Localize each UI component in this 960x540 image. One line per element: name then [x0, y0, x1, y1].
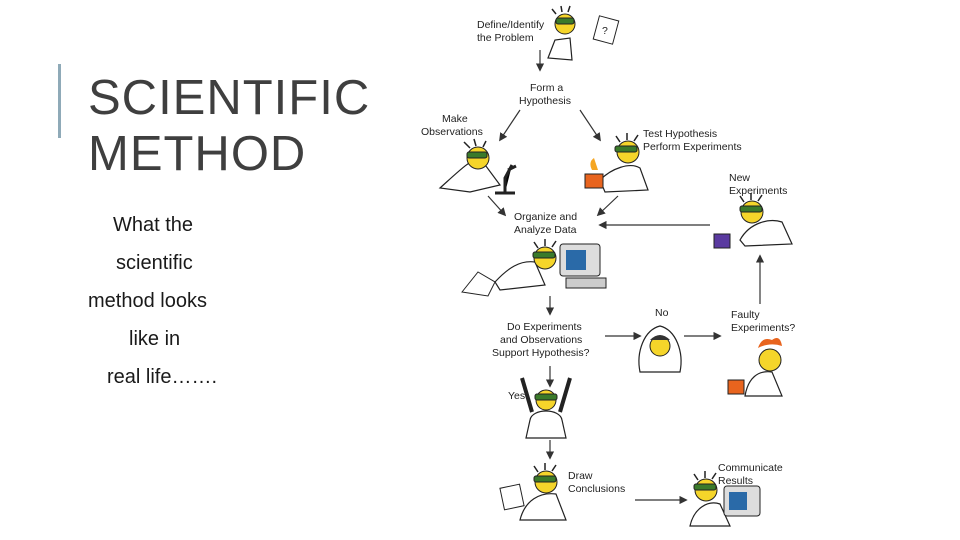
subtitle-line: scientific: [116, 252, 193, 274]
label-draw: Draw: [568, 470, 593, 482]
scientist-define-figure: ?: [547, 5, 620, 61]
label-faulty: Experiments?: [731, 322, 795, 334]
label-support: Do Experiments: [507, 321, 582, 333]
title-line: METHOD: [88, 127, 307, 181]
subtitle-line: real life…….: [107, 366, 218, 388]
label-communicate: Results: [718, 475, 753, 487]
title-accent-bar: [58, 64, 61, 138]
scientist-no-figure: [638, 325, 682, 373]
scientist-computer-figure: [461, 239, 607, 297]
label-test: Perform Experiments: [643, 141, 742, 153]
label-organize: Analyze Data: [514, 224, 577, 236]
question-mark: ?: [602, 25, 608, 37]
subtitle-line: What the: [113, 214, 194, 236]
flow-arrows: [487, 50, 765, 505]
label-faulty: Faulty: [731, 309, 760, 321]
label-organize: Organize and: [514, 211, 577, 223]
label-define: the Problem: [477, 32, 534, 44]
scientist-conclusions-figure: [499, 463, 567, 521]
scientist-test-figure: [584, 133, 649, 193]
label-draw: Conclusions: [568, 483, 625, 495]
label-test: Test Hypothesis: [643, 128, 717, 140]
scientist-faulty-figure: [727, 338, 783, 397]
scientific-method-flowchart: ?: [421, 5, 795, 527]
title-line: SCIENTIFIC: [88, 71, 371, 125]
label-support: Support Hypothesis?: [492, 347, 590, 359]
label-observations: Make: [442, 113, 468, 125]
label-yes: Yes: [508, 390, 525, 402]
scientist-microscope-figure: [438, 138, 517, 195]
label-communicate: Communicate: [718, 462, 783, 474]
label-new-experiments: New: [729, 172, 750, 184]
label-observations: Observations: [421, 126, 483, 138]
slide-title: SCIENTIFIC METHOD: [88, 70, 370, 182]
label-new-experiments: Experiments: [729, 185, 787, 197]
scientist-yes-figure: [520, 377, 572, 439]
label-hypothesis: Hypothesis: [519, 95, 571, 107]
label-define: Define/Identify: [477, 19, 545, 31]
label-support: and Observations: [500, 334, 582, 346]
label-hypothesis: Form a: [530, 82, 563, 94]
subtitle-line: like in: [129, 328, 181, 350]
label-no: No: [655, 307, 669, 319]
scientist-communicate-figure: [689, 471, 761, 527]
scientist-new-experiments-figure: [713, 193, 793, 249]
subtitle-line: method looks: [88, 290, 207, 312]
